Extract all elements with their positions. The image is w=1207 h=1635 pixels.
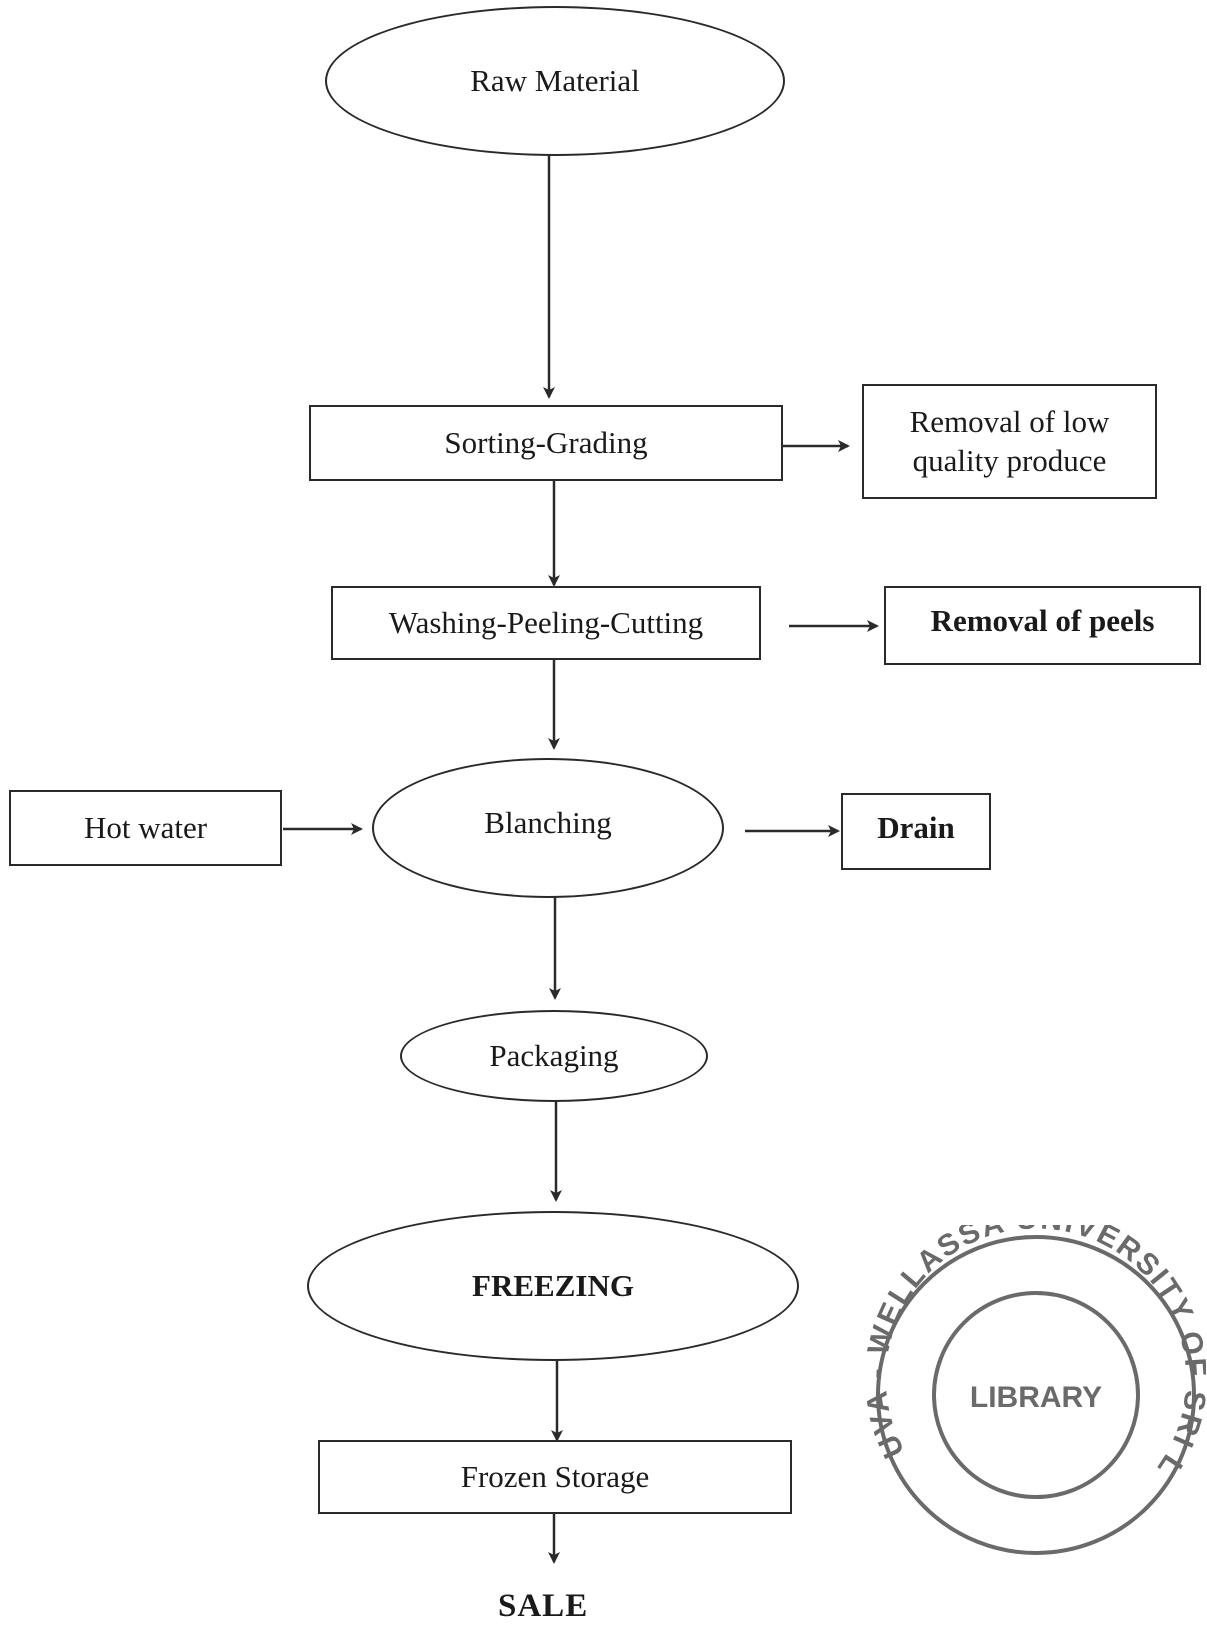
svg-text:UVA - WELLASSA UNIVERSITY OF S: UVA - WELLASSA UNIVERSITY OF SRI LANKA [866, 1225, 1206, 1484]
frozen-storage-label: Frozen Storage [460, 1458, 650, 1494]
washing-peeling-cutting-node: Washing-Peeling-Cutting [331, 586, 761, 660]
freezing-node: FREEZING [307, 1211, 799, 1361]
sorting-grading-node: Sorting-Grading [309, 405, 783, 481]
removal-peels-node: Removal of peels [884, 586, 1201, 665]
freezing-label: FREEZING [472, 1267, 634, 1303]
frozen-storage-node: Frozen Storage [318, 1440, 792, 1514]
library-stamp: UVA - WELLASSA UNIVERSITY OF SRI LANKA L… [866, 1225, 1206, 1555]
blanching-label: Blanching [484, 805, 612, 840]
drain-label: Drain [877, 810, 955, 845]
packaging-label: Packaging [489, 1037, 619, 1073]
washing-peeling-cutting-label: Washing-Peeling-Cutting [388, 604, 704, 640]
drain-node: Drain [841, 793, 991, 870]
sorting-grading-label: Sorting-Grading [444, 424, 648, 460]
sale-label: SALE [498, 1588, 589, 1624]
blanching-node: Blanching [372, 758, 724, 898]
hot-water-label: Hot water [83, 809, 208, 845]
raw-material-node: Raw Material [325, 6, 785, 156]
removal-low-quality-node: Removal of low quality produce [862, 384, 1157, 499]
removal-peels-label: Removal of peels [930, 603, 1155, 638]
packaging-node: Packaging [400, 1010, 708, 1102]
removal-low-quality-label: Removal of low quality produce [909, 403, 1110, 478]
raw-material-label: Raw Material [470, 62, 640, 98]
svg-text:LIBRARY: LIBRARY [970, 1381, 1102, 1414]
hot-water-node: Hot water [9, 790, 282, 866]
